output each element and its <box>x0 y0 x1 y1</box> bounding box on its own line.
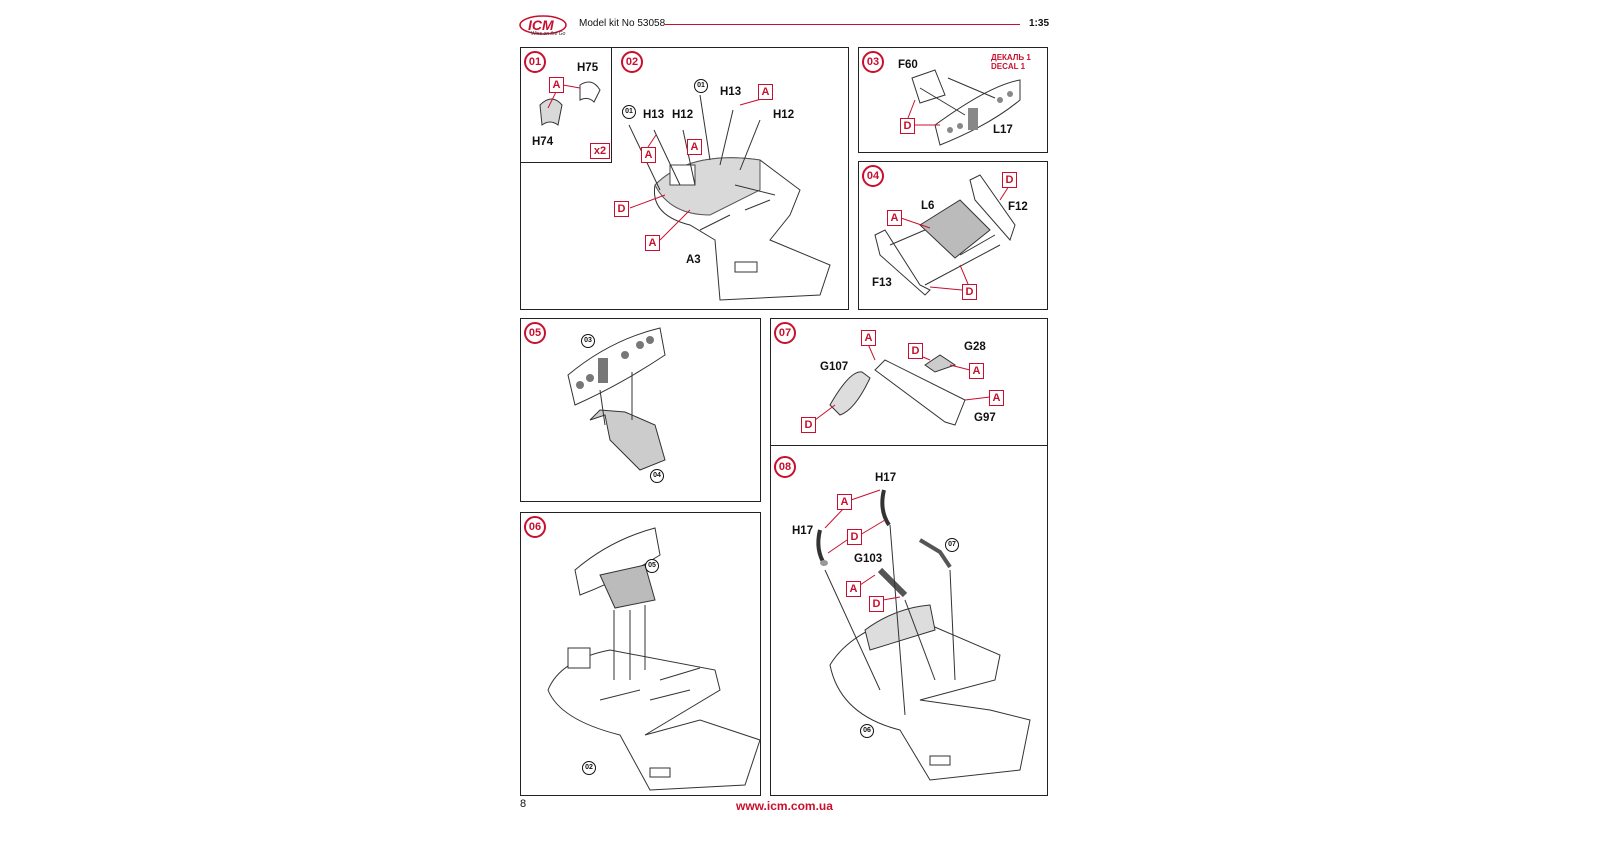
decal-label-ru: ДЕКАЛЬ 1 <box>991 53 1031 62</box>
scale-label: 1:35 <box>1029 18 1050 29</box>
glue-tag-a: A <box>837 494 852 510</box>
step-04-number: 04 <box>862 165 884 187</box>
ref-step-04: 04 <box>650 469 664 483</box>
paint-tag-d: D <box>908 343 923 359</box>
decal-label-en: DECAL 1 <box>991 62 1026 71</box>
ref-step-06: 06 <box>860 724 874 738</box>
step-05-number: 05 <box>524 322 546 344</box>
paint-tag-d: D <box>847 529 862 545</box>
part-label-f12: F12 <box>1008 201 1028 213</box>
step-03-number: 03 <box>862 51 884 73</box>
part-label-l6: L6 <box>921 200 935 212</box>
glue-tag-a: A <box>861 330 876 346</box>
part-label-h17: H17 <box>792 525 814 537</box>
ref-step-05: 05 <box>645 559 659 573</box>
paint-tag-d: D <box>900 118 915 134</box>
icm-logo: ICM Wins on the Go <box>519 12 569 40</box>
part-label-a3: A3 <box>686 254 701 266</box>
header-rule <box>665 24 1020 25</box>
part-label-l17: L17 <box>993 124 1013 136</box>
step-06-number: 06 <box>524 516 546 538</box>
ref-step-01: 01 <box>694 79 708 93</box>
page-number: 8 <box>520 798 527 810</box>
part-label-g107: G107 <box>820 361 849 373</box>
step-07-number: 07 <box>774 322 796 344</box>
paint-tag-d: D <box>801 417 816 433</box>
glue-tag-a: A <box>969 363 984 379</box>
part-label-f60: F60 <box>898 59 918 71</box>
step-08-number: 08 <box>774 456 796 478</box>
part-label-h13: H13 <box>643 109 665 121</box>
step-01-number: 01 <box>524 51 546 73</box>
svg-text:ICM: ICM <box>528 17 554 33</box>
ref-step-01: 01 <box>622 105 636 119</box>
glue-tag-a: A <box>989 390 1004 406</box>
part-label-g28: G28 <box>964 341 986 353</box>
website-link[interactable]: www.icm.com.ua <box>736 799 833 813</box>
paint-tag-d: D <box>869 596 884 612</box>
glue-tag-a: A <box>645 235 660 251</box>
paint-tag-d: D <box>1002 172 1017 188</box>
glue-tag-a: A <box>641 147 656 163</box>
ref-step-07: 07 <box>945 538 959 552</box>
paint-tag-d: D <box>614 201 629 217</box>
step-02-number: 02 <box>621 51 643 73</box>
glue-tag-a: A <box>846 581 861 597</box>
part-label-h17: H17 <box>875 472 897 484</box>
ref-step-03: 03 <box>581 334 595 348</box>
glue-tag-a: A <box>549 77 564 93</box>
paint-tag-d: D <box>962 284 977 300</box>
part-label-g97: G97 <box>974 412 996 424</box>
part-label-f13: F13 <box>872 277 892 289</box>
ref-step-02: 02 <box>582 761 596 775</box>
glue-tag-a: A <box>687 139 702 155</box>
kit-number: Model kit No 53058 <box>579 18 666 29</box>
glue-tag-a: A <box>758 84 773 100</box>
part-label-h13: H13 <box>720 86 742 98</box>
part-label-h12: H12 <box>773 109 795 121</box>
part-label-h75: H75 <box>577 62 599 74</box>
part-label-h74: H74 <box>532 136 554 148</box>
glue-tag-a: A <box>887 210 902 226</box>
quantity-tag: x2 <box>590 143 610 159</box>
part-label-h12: H12 <box>672 109 694 121</box>
part-label-g103: G103 <box>854 553 883 565</box>
logo-tagline: Wins on the Go <box>531 31 566 37</box>
